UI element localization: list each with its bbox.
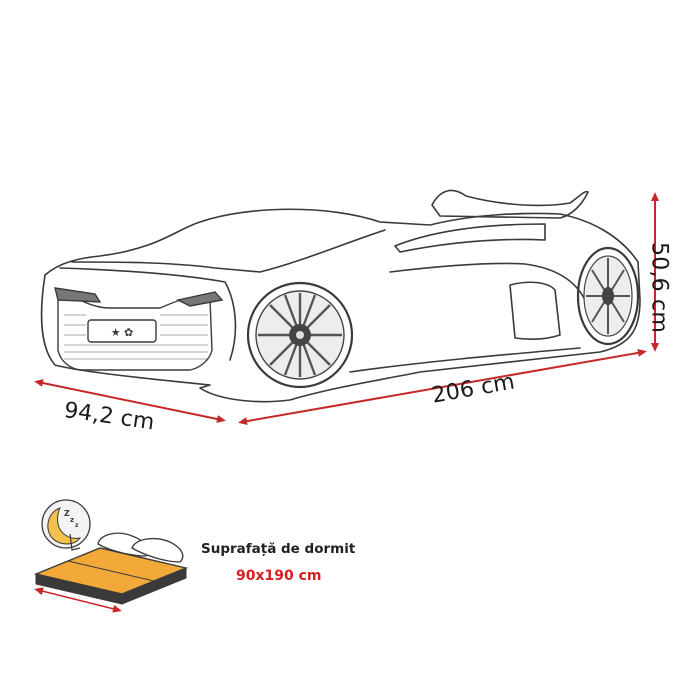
sleeping-surface-title: Suprafață de dormit [201,541,356,557]
bed-width-arrow [34,587,122,613]
headlight-left [54,287,102,303]
headlight-right [175,291,224,307]
car-spoiler [431,189,589,219]
svg-text:z: z [75,522,79,529]
sleep-moon-icon: Z z z [41,499,91,551]
pillow-right [131,537,184,563]
depth-arrow [34,379,226,423]
front-wheel [246,281,354,389]
license-plate [87,319,157,343]
length-arrow [238,348,647,426]
rear-wheel [576,246,640,346]
car-front-grille: ★ ✿ [54,287,224,371]
height-dimension-label: 50,6 cm [646,242,672,333]
car-side-line [389,262,586,301]
svg-text:Z: Z [64,509,70,518]
car-body-outline [40,208,641,403]
car-roof-line [71,229,386,273]
license-plate-logo: ★ ✿ [111,326,134,339]
sleeping-surface-value: 90x190 cm [236,568,322,584]
car-hood-line [59,267,237,361]
car-side-intake [509,281,561,341]
svg-text:z: z [70,516,74,524]
dimension-arrows [34,192,659,426]
car-side-window [394,223,546,253]
bed-mattress-icon [33,532,189,613]
